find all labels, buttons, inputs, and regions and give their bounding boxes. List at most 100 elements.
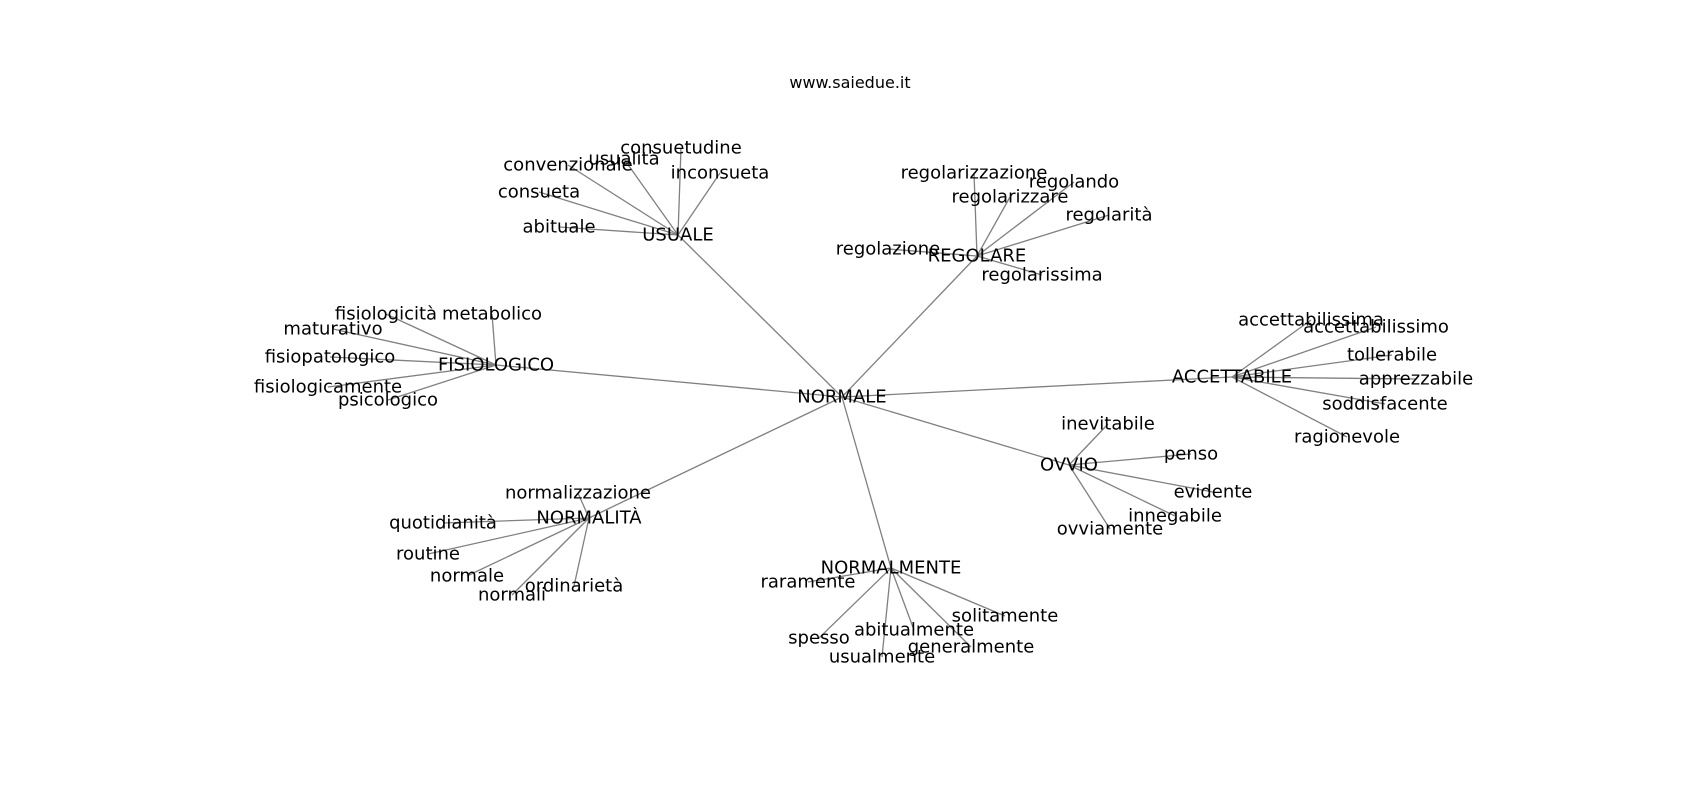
node-usualmente: usualmente [829, 647, 935, 668]
edge-regolare-regolando [976, 181, 1075, 257]
edge-normale-fisiologico [495, 364, 843, 398]
edge-ovvio-inevitabile [1068, 423, 1109, 466]
edge-fisiologico-metabolico [491, 313, 497, 366]
node-regolazione: regolazione [836, 239, 941, 260]
node-regolarita: regolarità [1065, 205, 1152, 226]
edge-normalmente-generalmente [890, 567, 972, 648]
edge-normalmente-raramente [807, 567, 892, 583]
edge-usuale-abituale [558, 226, 679, 236]
edge-fisiologico-fisiopatologico [329, 356, 497, 366]
node-accettabilissimo: accettabilissimo [1303, 317, 1449, 338]
node-ordinarieta: ordinarietà [525, 576, 624, 597]
edge-regolare-regolarizzare [976, 196, 1011, 257]
node-regolarizzare: regolarizzare [952, 187, 1069, 208]
node-normalizzazione: normalizzazione [505, 483, 651, 504]
edge-usuale-consueta [538, 191, 679, 236]
node-usuale: USUALE [642, 225, 714, 246]
edge-accettabile-soddisfacente [1231, 376, 1386, 405]
node-consueta: consueta [498, 182, 580, 203]
edge-usuale-usualita [623, 158, 679, 236]
edge-fisiologico-psicologico [387, 364, 497, 401]
node-maturativo: maturativo [283, 319, 382, 340]
edge-normalita-normalizzazione [577, 492, 590, 519]
edge-ovvio-innegabile [1068, 464, 1176, 517]
node-abitualmente: abitualmente [854, 620, 974, 641]
edge-normale-normalmente [841, 396, 892, 569]
edge-normale-ovvio [841, 396, 1070, 466]
edge-normale-usuale [677, 234, 843, 398]
edge-normale-accettabile [841, 376, 1233, 398]
edge-ovvio-ovviamente [1068, 464, 1111, 530]
edge-ovvio-evidente [1068, 464, 1214, 493]
watermark: www.saiedue.it [789, 73, 911, 92]
node-soddisfacente: soddisfacente [1322, 394, 1448, 415]
node-fisiologicamente: fisiologicamente [254, 377, 402, 398]
node-psicologico: psicologico [338, 390, 438, 411]
node-fisiopatologico: fisiopatologico [265, 347, 396, 368]
node-fisiologicita: fisiologicità [335, 304, 437, 325]
node-quotidianita: quotidianità [389, 513, 497, 534]
node-normalmente: NORMALMENTE [821, 558, 962, 579]
edge-accettabile-accettabilissimo [1231, 326, 1377, 378]
node-accettabile: ACCETTABILE [1172, 367, 1292, 388]
node-ovviamente: ovviamente [1057, 519, 1164, 540]
node-innegabile: innegabile [1128, 506, 1222, 527]
labels-layer: NORMALE USUALE consuetudineusualitàconvenz… [254, 138, 1473, 668]
edge-normalita-normali [511, 517, 590, 596]
edge-accettabile-ragionevole [1231, 376, 1348, 438]
node-fisiologico: FISIOLOGICO [438, 355, 554, 376]
edge-normale-regolare [841, 255, 978, 398]
edge-accettabile-apprezzabile [1231, 376, 1417, 380]
edge-fisiologico-fisiologicita [385, 313, 497, 366]
node-regolarizzazione: regolarizzazione [901, 163, 1048, 184]
edge-normalmente-usualmente [881, 567, 892, 658]
edge-normalmente-abitualmente [890, 567, 915, 631]
edge-regolare-regolarita [976, 214, 1110, 257]
node-inevitabile: inevitabile [1061, 414, 1155, 435]
edge-fisiologico-maturativo [332, 328, 497, 366]
edge-regolare-regolarissima [976, 255, 1043, 276]
edge-normalita-normale [466, 517, 590, 577]
edges-layer [327, 147, 1417, 658]
edge-normalmente-solitamente [890, 567, 1006, 617]
edge-accettabile-accettabilissima [1231, 319, 1312, 378]
node-raramente: raramente [760, 572, 855, 593]
edge-normalmente-spesso [818, 567, 892, 639]
edge-normale-normalita [588, 396, 843, 519]
node-evidente: evidente [1174, 482, 1253, 503]
edge-normalita-ordinarieta [573, 517, 590, 587]
node-regolare: REGOLARE [928, 246, 1027, 267]
node-ovvio: OVVIO [1040, 455, 1098, 476]
edge-normalita-routine [427, 517, 590, 555]
edge-regolare-regolarizzazione [973, 172, 978, 257]
node-routine: routine [396, 544, 460, 565]
node-ragionevole: ragionevole [1294, 427, 1400, 448]
node-generalmente: generalmente [908, 637, 1035, 658]
node-tollerabile: tollerabile [1347, 345, 1437, 366]
node-consuetudine: consuetudine [620, 138, 742, 159]
edge-regolare-regolazione [887, 248, 978, 257]
node-metabolico: metabolico [442, 304, 542, 325]
edge-fisiologico-fisiologicamente [327, 364, 497, 388]
node-normale: NORMALE [797, 387, 886, 408]
node-normali: normali [478, 585, 546, 606]
node-spesso: spesso [788, 628, 850, 649]
edge-usuale-convenzionale [567, 164, 679, 236]
node-regolarissima: regolarissima [981, 265, 1102, 286]
node-penso: penso [1164, 444, 1218, 465]
node-inconsueta: inconsueta [671, 163, 770, 184]
node-accettabilissima: accettabilissima [1238, 310, 1384, 331]
edge-accettabile-tollerabile [1231, 354, 1393, 378]
node-solitamente: solitamente [952, 606, 1059, 627]
node-normale: normale [430, 566, 504, 587]
node-regolando: regolando [1029, 172, 1119, 193]
edge-normalita-quotidianita [442, 517, 590, 524]
edge-ovvio-penso [1068, 453, 1192, 466]
node-usualita: usualità [588, 149, 659, 170]
edge-usuale-consuetudine [677, 147, 682, 236]
node-convenzionale: convenzionale [503, 155, 632, 176]
node-abituale: abituale [522, 217, 595, 238]
node-normalita: NORMALITÀ [536, 507, 642, 529]
